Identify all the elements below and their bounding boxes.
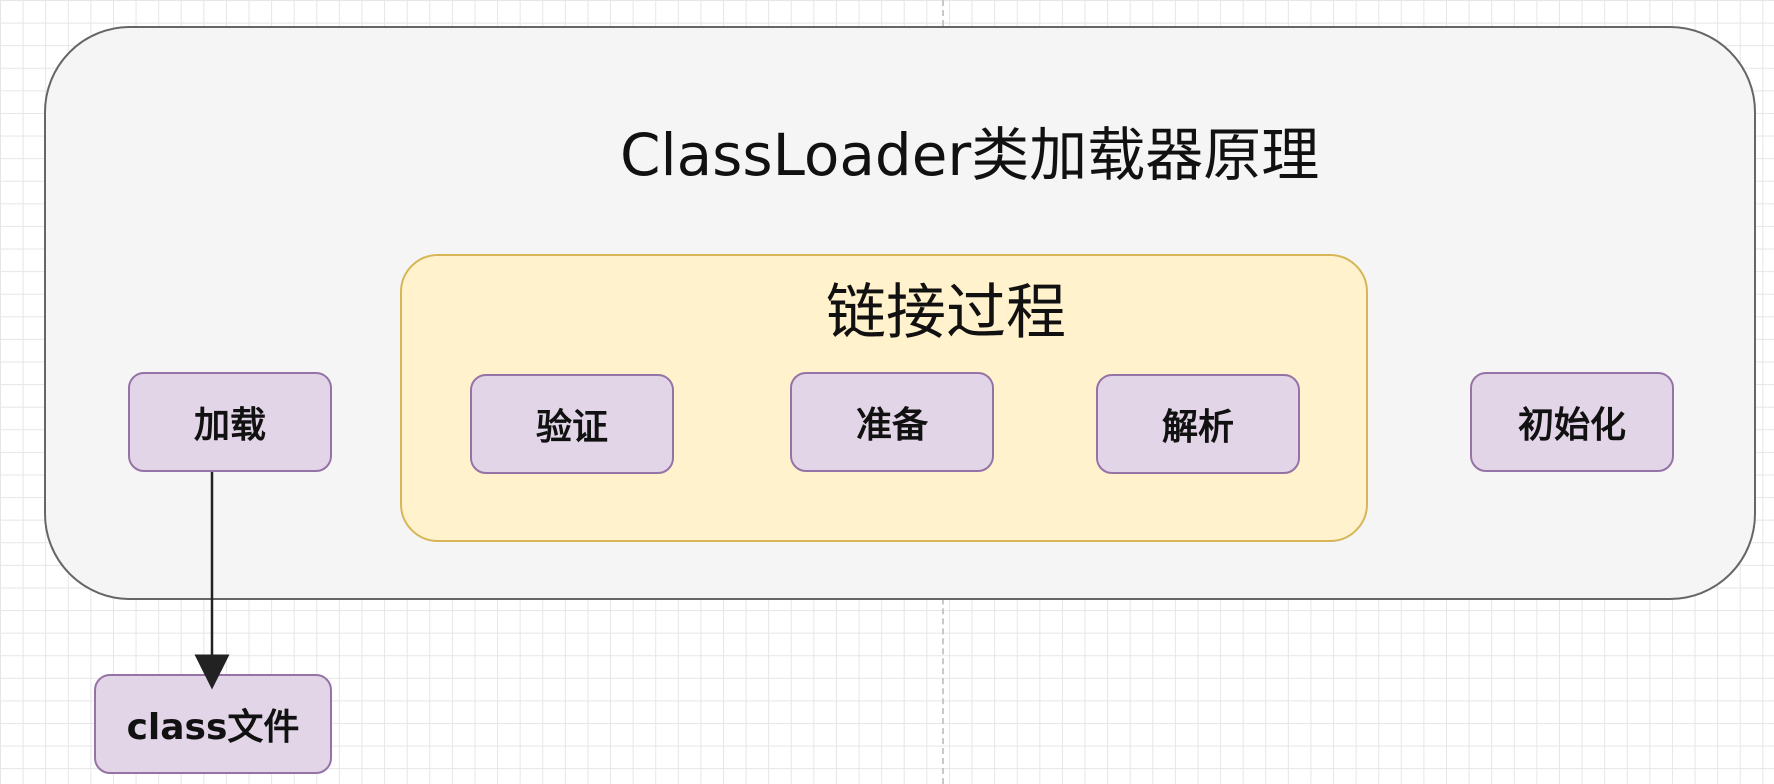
resolve-node[interactable]: 解析 bbox=[1096, 374, 1300, 474]
verify-node-label: 验证 bbox=[535, 407, 608, 448]
prepare-node-label: 准备 bbox=[855, 405, 928, 446]
load-node-label: 加载 bbox=[193, 405, 266, 446]
class-file-node-label: class文件 bbox=[126, 707, 300, 748]
initialize-node-label: 初始化 bbox=[1517, 405, 1626, 446]
linking-process-title: 链接过程 bbox=[826, 278, 1066, 348]
verify-node[interactable]: 验证 bbox=[470, 374, 674, 474]
initialize-node[interactable]: 初始化 bbox=[1470, 372, 1674, 472]
resolve-node-label: 解析 bbox=[1161, 407, 1234, 448]
class-file-node[interactable]: class文件 bbox=[94, 674, 332, 774]
load-node[interactable]: 加载 bbox=[128, 372, 332, 472]
classloader-title: ClassLoader类加载器原理 bbox=[620, 121, 1320, 189]
prepare-node[interactable]: 准备 bbox=[790, 372, 994, 472]
